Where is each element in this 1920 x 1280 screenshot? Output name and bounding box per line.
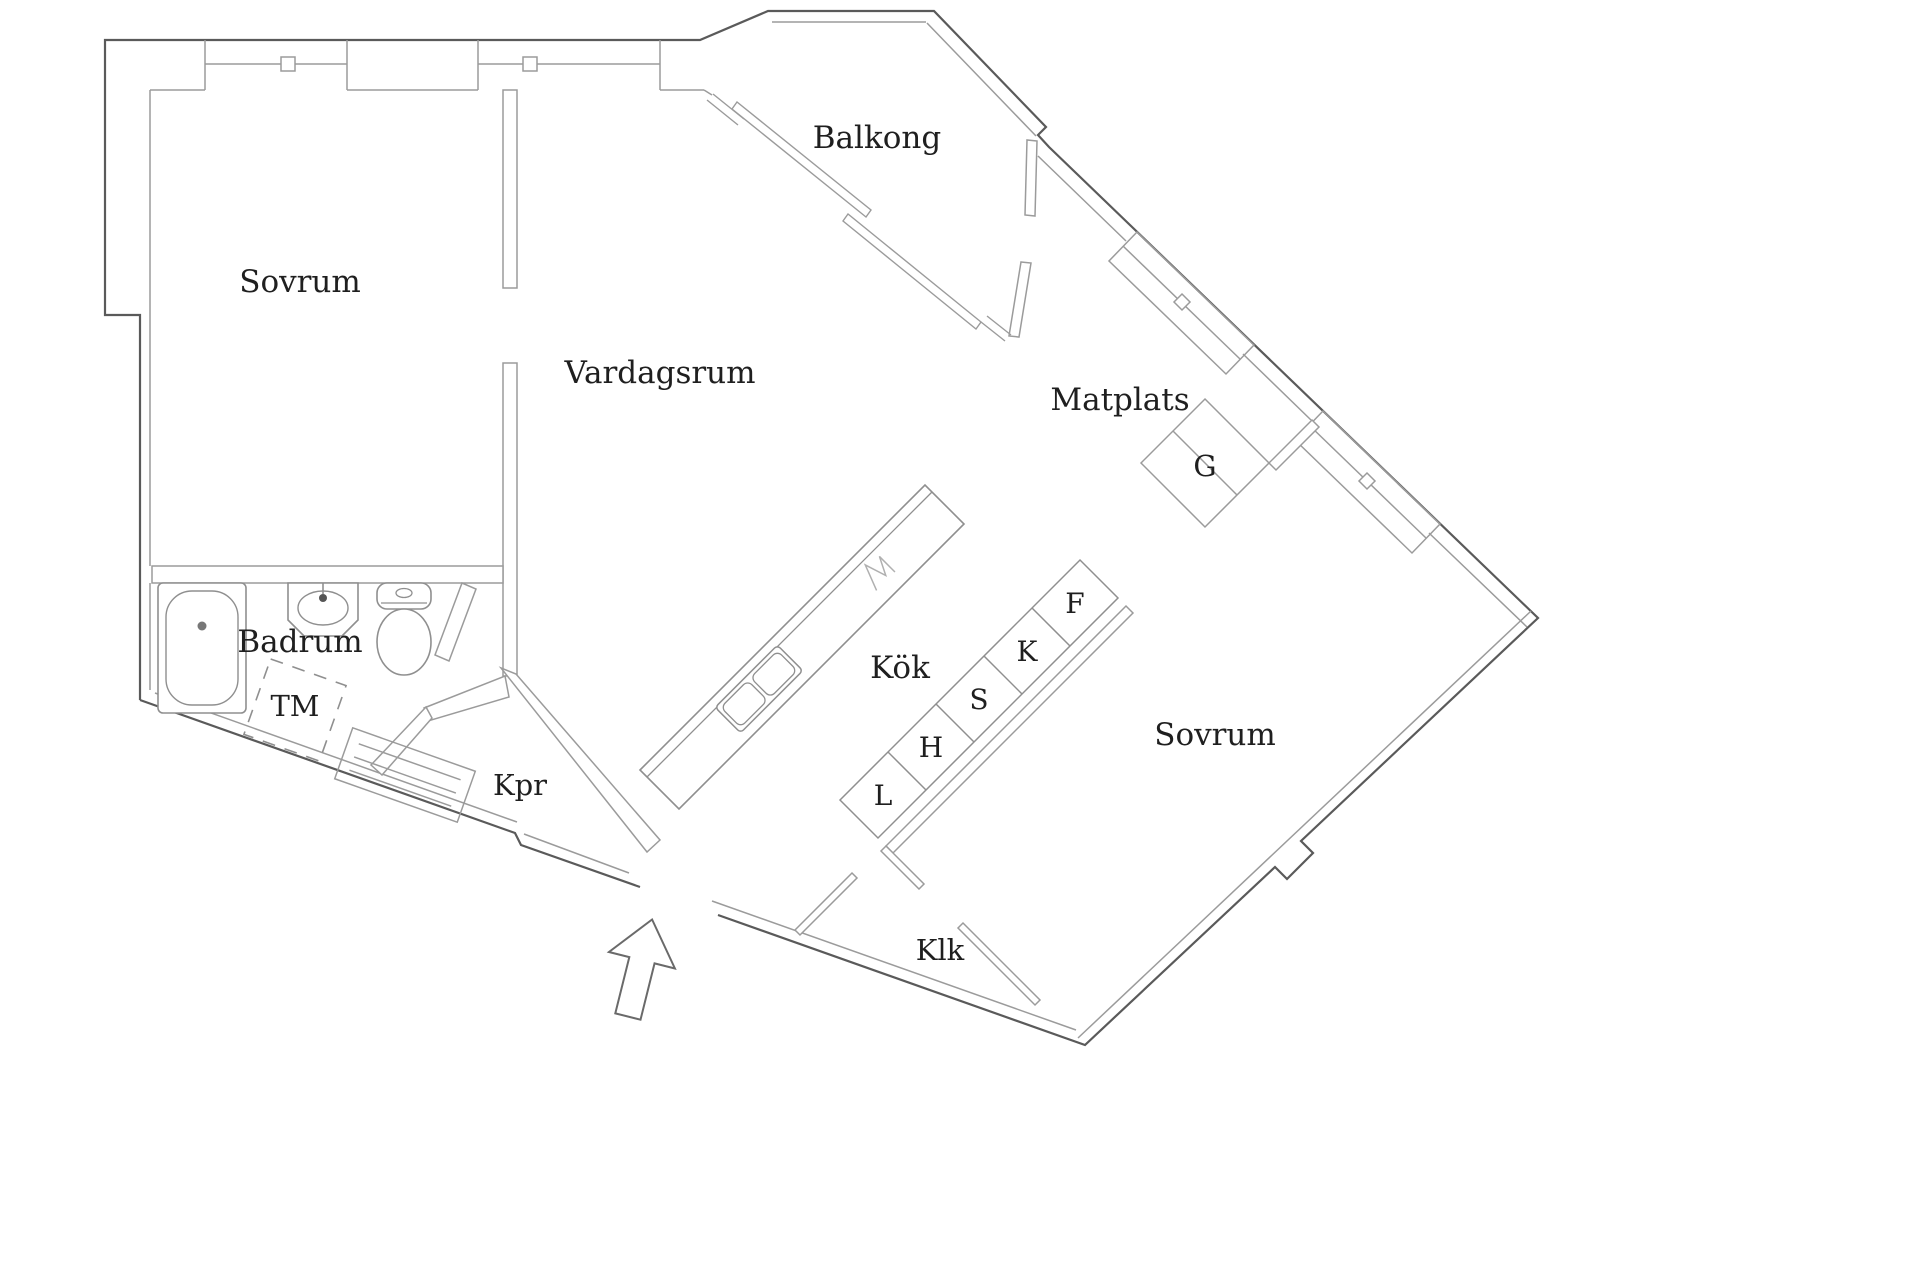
- kitchen-sink-icon: [716, 646, 802, 732]
- window-icon-northeast-2: [1293, 409, 1442, 555]
- radiator-icon: [333, 726, 477, 824]
- stove-icon: [863, 555, 896, 591]
- wardrobe-cabinet: [1139, 397, 1271, 529]
- appliance-label-l: L: [874, 779, 893, 812]
- window-icon-top-left: [204, 40, 348, 90]
- appliance-label-f: F: [1065, 587, 1084, 620]
- exterior-wall: [103, 9, 1540, 1047]
- balcony-sliding-door-icon: [706, 93, 1012, 342]
- washbasin-icon: [287, 582, 359, 637]
- room-label-kitchen: Kök: [870, 650, 930, 686]
- room-label-living-room: Vardagsrum: [563, 355, 755, 391]
- room-label-dining: Matplats: [1050, 382, 1189, 418]
- exterior-wall-inner-face: [149, 21, 1532, 1039]
- appliance-cabinet-row: [838, 558, 1120, 840]
- kitchen-counter: [638, 483, 966, 811]
- window-icon-top-right: [477, 40, 661, 90]
- room-label-bedroom-right: Sovrum: [1154, 717, 1276, 753]
- window-icon-northeast-1: [1107, 230, 1256, 376]
- appliance-label-h: H: [919, 731, 943, 764]
- interior-walls: [151, 89, 1321, 1007]
- room-label-walk-in-closet: Klk: [916, 933, 965, 967]
- appliance-label-k: K: [1017, 635, 1039, 668]
- room-label-hallway: Kpr: [493, 768, 547, 802]
- washing-machine-area: [242, 657, 348, 763]
- room-label-washing-machine: TM: [270, 689, 319, 723]
- room-label-bedroom-left: Sovrum: [239, 264, 361, 300]
- bathtub-icon: [157, 582, 247, 714]
- appliance-label-s: S: [969, 683, 988, 716]
- room-label-balcony: Balkong: [813, 120, 941, 156]
- room-label-wardrobe: G: [1193, 449, 1216, 483]
- entrance-arrow-icon: [606, 917, 677, 1021]
- toilet-icon: [376, 582, 432, 676]
- room-label-bathroom: Badrum: [237, 624, 362, 660]
